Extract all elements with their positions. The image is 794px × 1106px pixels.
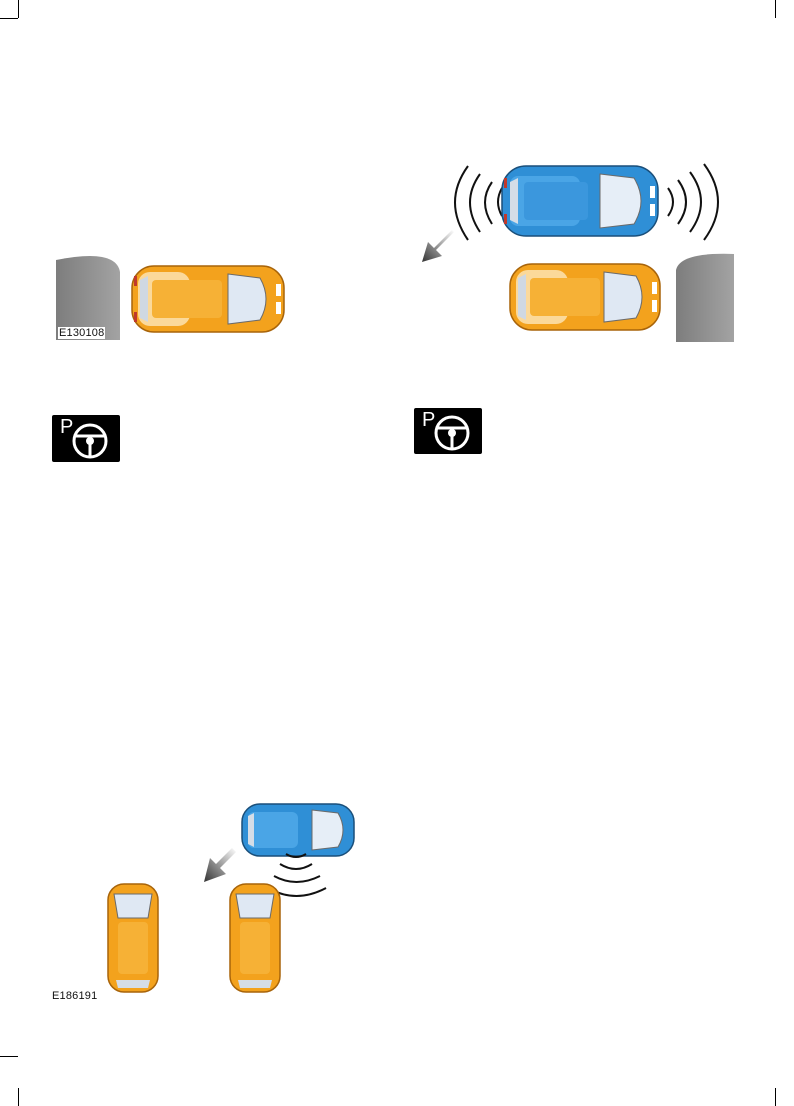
park-assist-icon-right: P xyxy=(414,408,482,454)
sensor-waves-right xyxy=(668,164,718,240)
car-blue-perpendicular xyxy=(242,804,354,856)
car-orange-perpendicular-1 xyxy=(108,884,158,992)
figure-perpendicular-parking xyxy=(100,800,360,996)
figure-code-e186191: E186191 xyxy=(52,990,97,1002)
crop-mark-bottom-left-h xyxy=(0,1056,18,1057)
figure-perpendicular-parking-illustration xyxy=(100,800,360,996)
crop-mark-top-left-v xyxy=(18,0,19,18)
car-orange-2 xyxy=(510,264,660,330)
curb-shape-right xyxy=(676,254,734,342)
sensor-waves-left xyxy=(455,166,502,240)
park-assist-icon-left: P xyxy=(52,415,120,462)
crop-mark-top-right-v xyxy=(775,0,776,18)
figure-scanning-car-illustration xyxy=(412,158,736,342)
car-blue-moving xyxy=(502,166,658,236)
crop-mark-top-left-h xyxy=(0,18,18,19)
direction-arrow-icon xyxy=(204,848,236,882)
crop-mark-bottom-left-v xyxy=(18,1088,19,1106)
steering-wheel-icon xyxy=(414,408,482,454)
direction-arrow-icon xyxy=(422,230,454,262)
steering-wheel-icon xyxy=(52,415,120,462)
figure-code-e130108: E130108 xyxy=(58,327,105,339)
crop-mark-bottom-right-v xyxy=(775,1088,776,1106)
car-orange-1 xyxy=(132,266,284,332)
car-orange-perpendicular-2 xyxy=(230,884,280,992)
figure-scanning-car xyxy=(412,158,736,342)
